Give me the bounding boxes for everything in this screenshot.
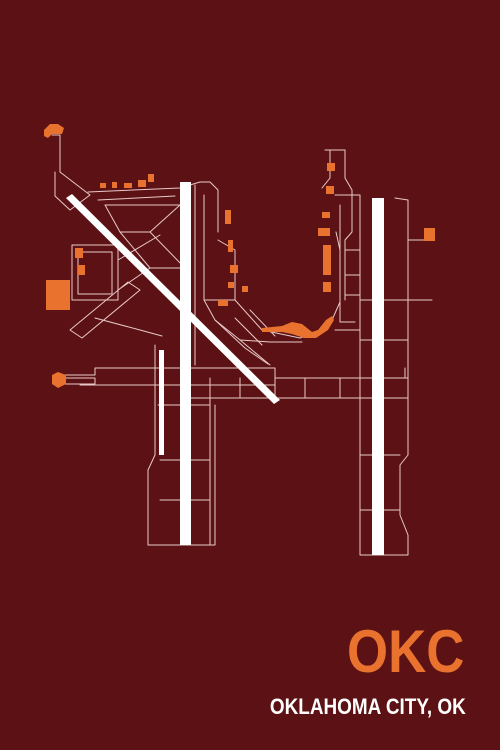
building-center-a bbox=[225, 210, 231, 224]
building-east-a bbox=[327, 163, 335, 171]
taxiway-center-parallel bbox=[194, 184, 271, 366]
buildings bbox=[44, 124, 435, 388]
runway-short-west bbox=[159, 350, 164, 455]
airport-location: OKLAHOMA CITY, OK bbox=[270, 694, 466, 719]
building-west-hangar-a bbox=[75, 248, 83, 258]
taxiway-west-apron bbox=[71, 244, 119, 301]
building-center-b bbox=[228, 240, 233, 252]
building-east-g bbox=[424, 228, 435, 241]
taxiway-west-diagonal bbox=[104, 204, 186, 269]
building-center-d bbox=[228, 282, 234, 288]
building-center-c bbox=[230, 265, 238, 273]
runway-diagonal-13-31 bbox=[66, 194, 280, 404]
building-east-f bbox=[323, 282, 331, 292]
building-west-hexagon bbox=[52, 372, 66, 388]
building-east-d bbox=[318, 228, 330, 236]
building-center-f bbox=[218, 300, 228, 306]
building-west-large-hangar bbox=[46, 280, 70, 310]
taxiway-west-stub bbox=[61, 377, 96, 385]
taxiway-runway-18-south-hold bbox=[147, 344, 216, 546]
runway-17l-35r bbox=[180, 182, 191, 545]
taxiway-east-apron bbox=[334, 194, 361, 331]
building-center-e bbox=[242, 286, 248, 292]
building-east-e bbox=[323, 245, 331, 275]
taxiway-midfield-main bbox=[61, 367, 406, 379]
building-north-apron-d bbox=[138, 180, 146, 187]
taxiway-east-north bbox=[321, 149, 353, 301]
building-north-apron-c bbox=[124, 183, 132, 188]
building-north-apron-b bbox=[112, 182, 117, 188]
apron-midfield-boxes bbox=[209, 377, 341, 399]
building-west-hangar-b bbox=[78, 265, 85, 275]
taxiway-midfield-south bbox=[79, 384, 406, 546]
runways bbox=[66, 182, 384, 555]
building-north-apron-e bbox=[148, 174, 154, 182]
taxiway-network bbox=[51, 134, 433, 556]
building-northwest-cluster bbox=[44, 124, 64, 138]
airport-code: OKC bbox=[346, 618, 464, 685]
building-east-b bbox=[326, 186, 334, 194]
taxiway-17r-stubs bbox=[359, 239, 433, 511]
taxiway-terminal-links bbox=[214, 309, 276, 365]
apron-terminal-outline bbox=[204, 231, 341, 343]
taxiway-west-links bbox=[69, 234, 163, 339]
building-east-c bbox=[322, 212, 330, 218]
taxiway-northwest-connector bbox=[51, 134, 91, 211]
building-north-apron-a bbox=[100, 183, 106, 188]
building-main-terminal bbox=[262, 316, 334, 338]
runway-17r-35l bbox=[372, 198, 384, 555]
taxiway-north-apron bbox=[87, 181, 219, 233]
